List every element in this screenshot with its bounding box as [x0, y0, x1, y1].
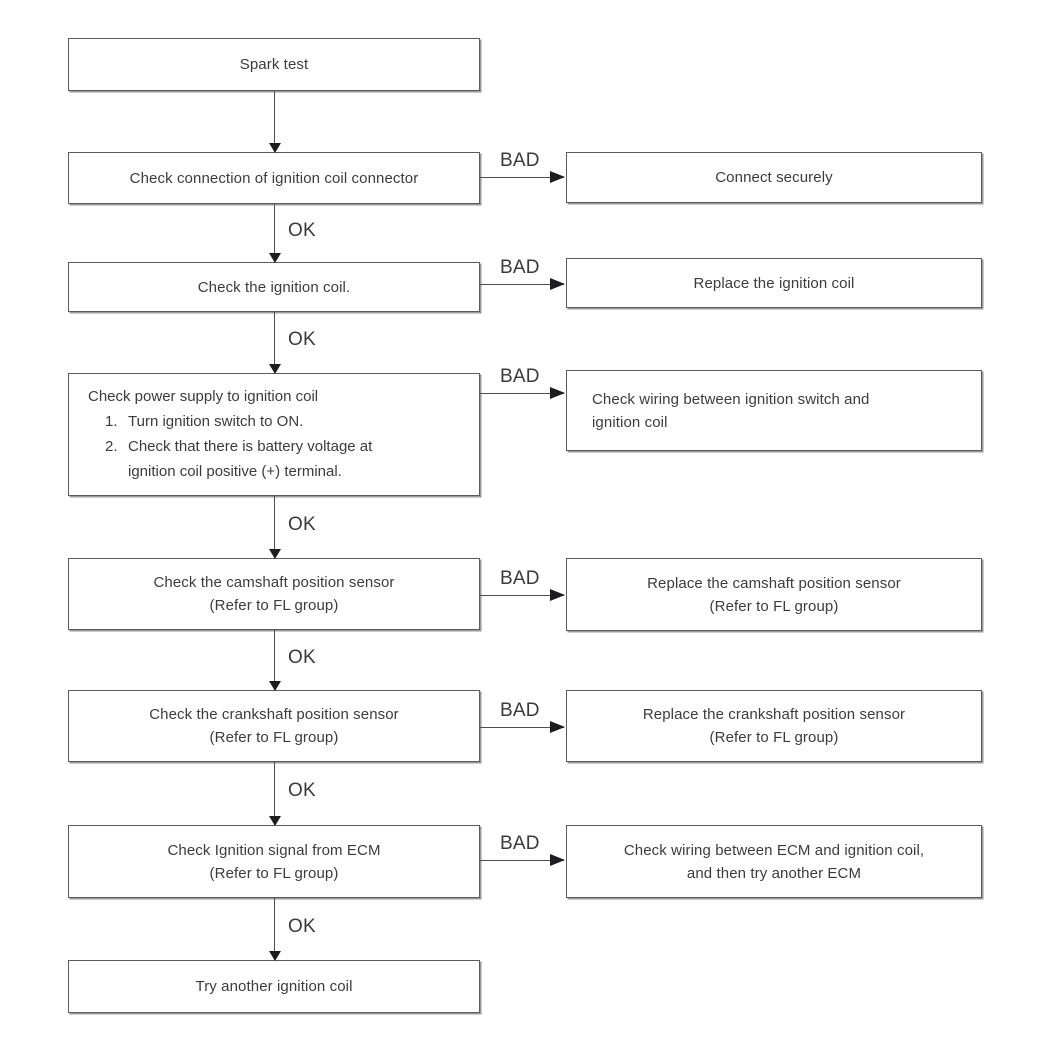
- step-text: Turn ignition switch to ON.: [128, 413, 304, 430]
- node-wiring-ecm: Check wiring between ECM and ignition co…: [566, 825, 982, 898]
- power-supply-step-2: 2. Check that there is battery voltage a…: [88, 434, 469, 484]
- node-check-camshaft-sensor: Check the camshaft position sensor (Refe…: [68, 558, 480, 630]
- arrow-down-icon: [269, 630, 282, 691]
- node-check-ecm-signal-label: Check Ignition signal from ECM (Refer to…: [167, 841, 381, 882]
- power-supply-title: Check power supply to ignition coil: [88, 388, 319, 405]
- node-wiring-ignition-switch: Check wiring between ignition switch and…: [566, 370, 982, 451]
- arrow-right-icon: [480, 853, 565, 866]
- node-wiring-ecm-label: Check wiring between ECM and ignition co…: [623, 841, 925, 882]
- ok-label: OK: [288, 220, 316, 241]
- ok-label: OK: [288, 329, 316, 350]
- arrow-right-icon: [480, 170, 565, 183]
- node-check-power-supply: Check power supply to ignition coil 1. T…: [68, 373, 480, 496]
- arrow-right-icon: [480, 588, 565, 601]
- arrow-right-icon: [480, 277, 565, 290]
- node-check-ignition-coil: Check the ignition coil.: [68, 262, 480, 312]
- node-replace-camshaft-sensor: Replace the camshaft position sensor (Re…: [566, 558, 982, 631]
- arrow-down-icon: [269, 496, 282, 559]
- node-wiring-ignition-switch-label: Check wiring between ignition switch and…: [592, 390, 870, 431]
- arrow-right-icon: [480, 720, 565, 733]
- node-connect-securely: Connect securely: [566, 152, 982, 203]
- arrow-down-icon: [269, 312, 282, 374]
- node-replace-camshaft-label: Replace the camshaft position sensor (Re…: [647, 574, 901, 615]
- ok-label: OK: [288, 514, 316, 535]
- power-supply-step-1: 1. Turn ignition switch to ON.: [88, 409, 469, 434]
- arrow-down-icon: [269, 204, 282, 263]
- arrow-down-icon: [269, 91, 282, 153]
- arrow-right-icon: [480, 386, 565, 399]
- ok-label: OK: [288, 647, 316, 668]
- bad-label: BAD: [500, 833, 540, 854]
- ok-label: OK: [288, 916, 316, 937]
- step-number: 1.: [105, 413, 118, 430]
- step-number: 2.: [105, 438, 118, 455]
- node-check-camshaft-label: Check the camshaft position sensor (Refe…: [153, 574, 395, 614]
- node-check-ecm-signal: Check Ignition signal from ECM (Refer to…: [68, 825, 480, 898]
- node-check-ignition-coil-label: Check the ignition coil.: [197, 278, 351, 296]
- node-try-another-coil: Try another ignition coil: [68, 960, 480, 1013]
- node-spark-test: Spark test: [68, 38, 480, 91]
- bad-label: BAD: [500, 150, 540, 171]
- arrow-down-icon: [269, 762, 282, 826]
- node-replace-crankshaft-sensor: Replace the crankshaft position sensor (…: [566, 690, 982, 762]
- node-replace-crankshaft-label: Replace the crankshaft position sensor (…: [642, 706, 906, 746]
- node-replace-ignition-coil: Replace the ignition coil: [566, 258, 982, 308]
- node-check-crankshaft-sensor: Check the crankshaft position sensor (Re…: [68, 690, 480, 762]
- bad-label: BAD: [500, 366, 540, 387]
- bad-label: BAD: [500, 257, 540, 278]
- ok-label: OK: [288, 780, 316, 801]
- node-spark-test-label: Spark test: [239, 56, 309, 73]
- node-connect-securely-label: Connect securely: [715, 169, 833, 186]
- bad-label: BAD: [500, 568, 540, 589]
- power-supply-content: Check power supply to ignition coil 1. T…: [69, 374, 479, 484]
- node-check-crankshaft-label: Check the crankshaft position sensor (Re…: [149, 706, 399, 746]
- bad-label: BAD: [500, 700, 540, 721]
- node-check-connection: Check connection of ignition coil connec…: [68, 152, 480, 204]
- node-check-connection-label: Check connection of ignition coil connec…: [129, 169, 419, 187]
- node-replace-ignition-coil-label: Replace the ignition coil: [693, 274, 855, 292]
- step-text: Check that there is battery voltage at i…: [128, 438, 373, 480]
- node-try-another-coil-label: Try another ignition coil: [195, 978, 353, 995]
- arrow-down-icon: [269, 898, 282, 961]
